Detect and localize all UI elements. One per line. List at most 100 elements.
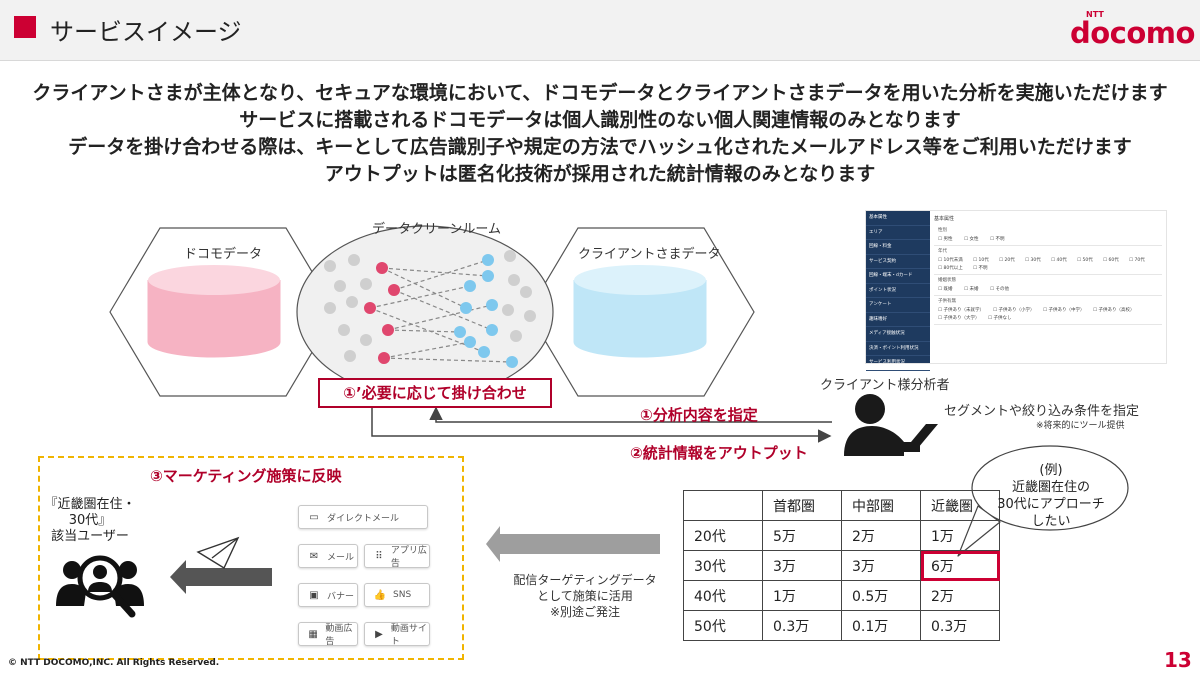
- panel-section-label: 子供有無: [938, 299, 956, 304]
- panel-sidebar-item[interactable]: メディア接触状況: [866, 327, 930, 342]
- panel-section-label: 年代: [938, 249, 947, 254]
- step2-arrow: [371, 406, 832, 443]
- panel-option-checkbox[interactable]: ☐ 子供あり（高校）: [1093, 308, 1135, 313]
- panel-option-checkbox[interactable]: ☐ 男性: [938, 237, 953, 242]
- clean-room-ellipse: [296, 225, 554, 399]
- target-users-label: 『近畿圏在住・ 30代』 該当ユーザー: [40, 497, 140, 545]
- panel-section-label: 性別: [938, 228, 947, 233]
- panel-sidebar: 基本属性 エリア 回線・料金 サービス契約 回線・端末・dカード ポイント状況 …: [866, 211, 930, 371]
- lead-text: クライアントさまが主体となり、セキュアな環境において、ドコモデータとクライアント…: [0, 80, 1200, 188]
- bubble-line: 近畿圏在住の: [1011, 480, 1090, 495]
- target-users-line: 『近畿圏在住・: [44, 497, 136, 512]
- client-data-dots: [454, 254, 518, 368]
- step2-label: ②統計情報をアウトプット: [630, 444, 808, 462]
- panel-option-checkbox[interactable]: ☐ 既婚: [938, 287, 953, 292]
- panel-sidebar-item[interactable]: ポイント状況: [866, 284, 930, 298]
- channel-label: ダイレクトメール: [327, 513, 400, 524]
- step1-label: ①分析内容を指定: [640, 406, 758, 424]
- table-row: 20代 5万 2万 1万: [683, 520, 1000, 551]
- panel-sidebar-item[interactable]: 基本属性: [866, 211, 930, 226]
- panel-option-checkbox[interactable]: ☐ 不明: [990, 237, 1005, 242]
- table-cell: 1万: [762, 580, 842, 611]
- panel-option-checkbox[interactable]: ☐ 不明: [973, 266, 988, 271]
- tool-note: ※将来的にツール提供: [1036, 421, 1125, 431]
- panel-option-checkbox[interactable]: ☐ 10代: [973, 258, 989, 263]
- table-header-cell: 首都圏: [762, 490, 842, 521]
- panel-option-checkbox[interactable]: ☐ 80代以上: [938, 266, 963, 271]
- panel-option-checkbox[interactable]: ☐ 未婚: [964, 287, 979, 292]
- panel-option-checkbox[interactable]: ☐ 50代: [1077, 258, 1093, 263]
- table-cell: 1万: [920, 520, 1000, 551]
- panel-divider: [934, 245, 1162, 246]
- channel-label: アプリ広告: [390, 546, 427, 569]
- panel-option-checkbox[interactable]: ☐ 子供あり（未就学）: [938, 308, 984, 313]
- table-row: 40代 1万 0.5万 2万: [683, 580, 1000, 611]
- panel-sidebar-item[interactable]: 回線・端末・dカード: [866, 269, 930, 284]
- target-users-line: 該当ユーザー: [51, 529, 129, 544]
- table-cell: 20代: [683, 520, 763, 551]
- bubble-line: したい: [1031, 514, 1071, 529]
- channel-sns[interactable]: 👍 SNS: [364, 583, 430, 607]
- example-bubble-text: (例) 近畿圏在住の 30代にアプローチ したい: [983, 462, 1119, 530]
- lead-line-1: クライアントさまが主体となり、セキュアな環境において、ドコモデータとクライアント…: [32, 82, 1168, 104]
- panel-option-checkbox[interactable]: ☐ 10代未満: [938, 258, 963, 263]
- panel-option-checkbox[interactable]: ☐ 女性: [964, 237, 979, 242]
- channel-mail[interactable]: ✉ メール: [298, 544, 358, 568]
- panel-option-checkbox[interactable]: ☐ 子供あり（中学）: [1043, 308, 1085, 313]
- bubble-line: 30代にアプローチ: [997, 497, 1105, 512]
- envelope-icon: ▭: [309, 511, 319, 523]
- thumbs-up-icon: 👍: [373, 589, 387, 601]
- panel-option-checkbox[interactable]: ☐ 60代: [1103, 258, 1119, 263]
- panel-sidebar-item[interactable]: エリア: [866, 226, 930, 240]
- analyst-person-icon: [844, 394, 938, 456]
- bubble-line: (例): [1039, 463, 1063, 478]
- panel-sidebar-item[interactable]: サービス契約: [866, 255, 930, 269]
- panel-sidebar-item[interactable]: 決済・ポイント利用状況: [866, 342, 930, 356]
- panel-option-checkbox[interactable]: ☐ その他: [990, 287, 1009, 292]
- table-row: 30代 3万 3万 6万: [683, 550, 1000, 581]
- table-cell: 30代: [683, 550, 763, 581]
- match-on-demand-box: ①’必要に応じて掛け合わせ: [318, 378, 552, 408]
- logo-ntt-text: NTT: [1086, 10, 1104, 19]
- delivery-note-line: として施策に活用: [537, 589, 633, 603]
- lead-line-4: アウトプットは匿名化技術が採用された統計情報のみとなります: [324, 163, 876, 185]
- panel-option-checkbox[interactable]: ☐ 20代: [999, 258, 1015, 263]
- channel-video-ad[interactable]: ▦ 動画広告: [298, 622, 358, 647]
- table-cell: 2万: [920, 580, 1000, 611]
- table-cell: 0.3万: [920, 610, 1000, 641]
- channel-direct-mail[interactable]: ▭ ダイレクトメール: [298, 505, 428, 529]
- delivery-note-line: ※別途ご発注: [549, 605, 621, 619]
- panel-option-checkbox[interactable]: ☐ 30代: [1025, 258, 1041, 263]
- play-icon: ▶: [375, 628, 383, 640]
- panel-option-checkbox[interactable]: ☐ 40代: [1051, 258, 1067, 263]
- table-cell: 0.5万: [841, 580, 921, 611]
- table-header-cell: [683, 490, 763, 521]
- segment-label: セグメントや絞り込み条件を指定: [944, 404, 1140, 419]
- app-grid-icon: ⠿: [375, 550, 383, 562]
- channel-banner[interactable]: ▣ バナー: [298, 583, 358, 607]
- marketing-title: ③マーケティング施策に反映: [150, 467, 342, 485]
- channel-video-site[interactable]: ▶ 動画サイト: [364, 622, 430, 647]
- copyright: © NTT DOCOMO,INC. All Rights Reserved.: [8, 658, 220, 668]
- panel-option-checkbox[interactable]: ☐ 子供なし: [988, 316, 1012, 321]
- panel-sidebar-item[interactable]: 趣味嗜好: [866, 313, 930, 327]
- table-cell: 5万: [762, 520, 842, 551]
- segment-tool-panel: 基本属性 エリア 回線・料金 サービス契約 回線・端末・dカード ポイント状況 …: [865, 210, 1167, 371]
- table-cell: 40代: [683, 580, 763, 611]
- panel-divider: [934, 274, 1162, 275]
- panel-sidebar-item[interactable]: サービス利用状況: [866, 356, 930, 371]
- slide-title: サービスイメージ: [50, 18, 242, 46]
- slide-header: [0, 0, 1200, 61]
- table-cell: 50代: [683, 610, 763, 641]
- page-number: 13: [1164, 648, 1192, 672]
- channel-app-ad[interactable]: ⠿ アプリ広告: [364, 544, 430, 569]
- panel-header: 基本属性: [934, 216, 955, 222]
- step1-arrow: [429, 406, 832, 423]
- panel-option-checkbox[interactable]: ☐ 子供あり（大学）: [938, 316, 980, 321]
- panel-option-checkbox[interactable]: ☐ 子供あり（小学）: [993, 308, 1035, 313]
- table-cell: 0.1万: [841, 610, 921, 641]
- panel-option-checkbox[interactable]: ☐ 70代: [1129, 258, 1145, 263]
- delivery-arrow: [486, 526, 660, 562]
- panel-sidebar-item[interactable]: アンケート: [866, 298, 930, 313]
- panel-sidebar-item[interactable]: 回線・料金: [866, 240, 930, 255]
